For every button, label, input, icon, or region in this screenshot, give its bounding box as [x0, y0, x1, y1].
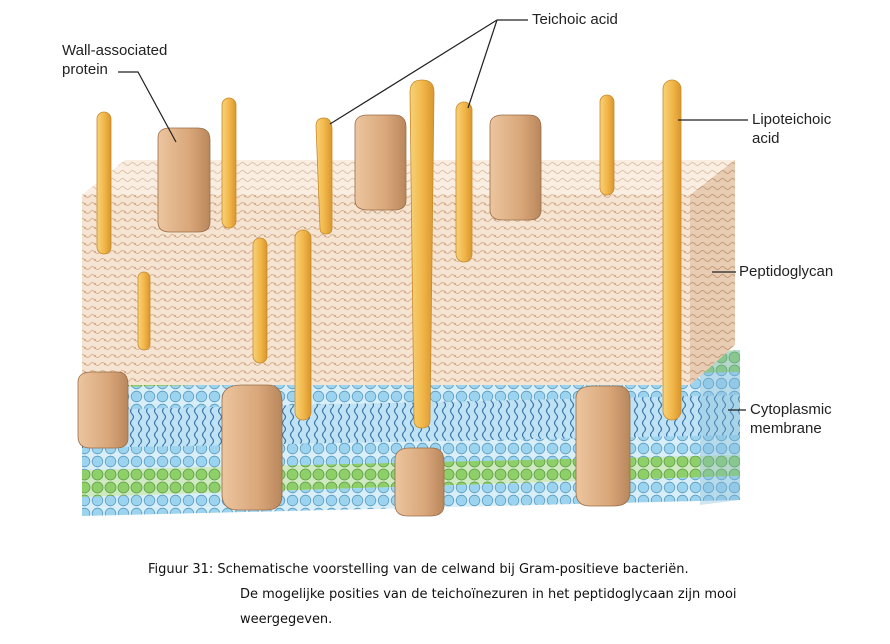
leader-lines: [118, 19, 748, 411]
teichoic-acid-label: Teichoic acid: [532, 11, 618, 28]
wall-protein-label-line1: Wall-associated: [62, 42, 168, 59]
membrane-proteins: [77, 371, 631, 517]
caption-line-1: Figuur 31: Schematische voorstelling van…: [148, 562, 689, 577]
peptidoglycan-label: Peptidoglycan: [739, 263, 834, 280]
cell-wall-diagram: [77, 19, 748, 517]
lipoteichoic-label-line2: acid: [752, 130, 780, 147]
wall-associated-proteins: [157, 114, 542, 233]
teichoic-acid-rods: [96, 94, 615, 364]
caption-line-3: weergegeven.: [240, 612, 333, 627]
lipoteichoic-acid-rods: [294, 79, 682, 429]
wall-protein-label-line2: protein: [62, 61, 108, 78]
caption-line-2: De mogelijke posities van de teichoïnezu…: [240, 587, 737, 602]
cytoplasmic-label-line1: Cytoplasmic: [750, 401, 832, 418]
cytoplasmic-label-line2: membrane: [750, 420, 822, 437]
lipoteichoic-label-line1: Lipoteichoic: [752, 111, 832, 128]
